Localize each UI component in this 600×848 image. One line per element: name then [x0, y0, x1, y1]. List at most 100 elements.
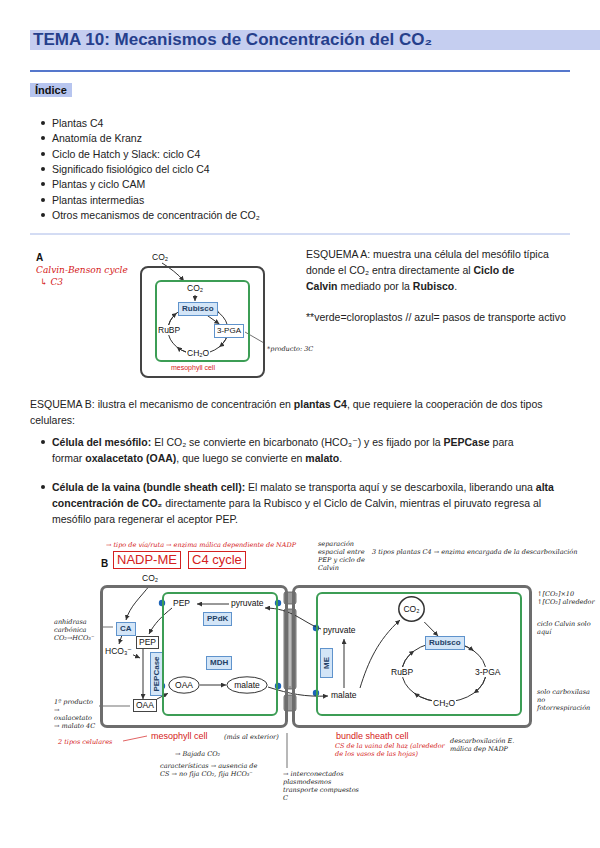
bullet-item: Plantas C4 — [52, 115, 552, 131]
body-text: El CO₂ se convierte en bicarbonato (HCO₃… — [154, 436, 440, 448]
enzyme-box: Rubisco — [425, 636, 465, 650]
molecule-label: CH₂O — [186, 348, 210, 358]
enzyme-box: MDH — [206, 656, 232, 670]
index-tag: Índice — [30, 83, 72, 97]
bullet-dot — [41, 121, 45, 125]
cell: HCO₃⁻mesophyll cellCAPEPPEPCaseOAAPEPpyr… — [100, 585, 288, 728]
bold-text: plantas C4 — [294, 398, 347, 410]
molecule-label: pyruvate — [322, 625, 357, 635]
molecule-circle: CO₂ — [398, 596, 425, 622]
node-label: CA — [120, 624, 132, 633]
node-label: C4 cycle — [192, 552, 242, 567]
handwritten-note: características → ausencia de CS → no fi… — [160, 762, 260, 778]
molecule-label: CO₂ — [142, 573, 158, 583]
handwritten-note: 1º producto → oxalacetato → malato 4C — [54, 698, 98, 730]
handwritten-note: → interconectados plasmodesmos transport… — [283, 770, 363, 802]
bullet-dot — [41, 198, 45, 202]
body-text: Plantas C4 — [52, 117, 103, 129]
handwritten-note: separación espacial entre PEP y ciclo de… — [318, 540, 368, 572]
paragraph: **verde=cloroplastos // azul= pasos de t… — [306, 309, 574, 325]
body-text: Anatomía de Kranz — [52, 132, 142, 144]
bold-text: PEPCase — [444, 436, 490, 448]
molecule-label: CH₂O — [432, 698, 456, 708]
molecule-ellipse: malate — [226, 676, 268, 694]
body-text: Otros mecanismos de concentración de CO₂ — [52, 209, 260, 221]
bullet-dot — [41, 152, 45, 156]
molecule-label: mesophyll cell — [150, 731, 209, 742]
handwritten-note: 2 tipos celulares — [58, 738, 112, 746]
bullet-item: Célula del mesófilo:El CO₂ se convierte … — [52, 434, 574, 466]
molecule-label: malate — [330, 690, 358, 700]
leader-line — [99, 706, 130, 707]
molecule-label: PEP — [172, 598, 191, 608]
ellipse-outline — [227, 677, 267, 693]
handwritten-note: → Bajada CO₂ — [175, 750, 220, 758]
rule-line — [30, 70, 570, 72]
body-text: mediado por la — [340, 280, 409, 292]
node-label: MDH — [210, 658, 228, 667]
bold-text: Rubisco — [413, 280, 454, 292]
transporter-dot — [275, 683, 281, 689]
body-text: **verde=cloroplastos // azul= pasos de t… — [306, 311, 566, 323]
bullet-dot — [41, 182, 45, 186]
transporter-dot — [275, 600, 281, 606]
body-text: . — [454, 280, 457, 292]
molecule-label: 3-PGA — [474, 667, 502, 677]
paragraph: ESQUEMA A: muestra una célula del mesófi… — [306, 246, 574, 294]
body-text: , que luego se convierte en — [176, 452, 302, 464]
handwritten-note: ciclo Calvin solo aquí — [537, 620, 595, 636]
bold-text: Célula del mesófilo: — [52, 436, 151, 448]
flow-arrow — [119, 635, 122, 644]
handwritten-note: *producto: 3C — [267, 345, 313, 353]
flow-arrow — [197, 604, 229, 605]
node-label: malate — [234, 680, 260, 690]
node-label: 3-PGA — [217, 326, 241, 335]
node-label: PPdK — [207, 614, 228, 623]
molecule-label: HCO₃⁻ — [104, 646, 133, 656]
chloroplast: CO₂RuBPCH₂ORubisco3-PGA — [155, 280, 250, 362]
handwritten-note: descarboxilación E. málica dep NADP — [450, 737, 530, 753]
handwritten-note: ↑[CO₂]×10 ↑[CO₂] alrededor — [537, 590, 595, 606]
flow-arrow — [149, 608, 172, 634]
reaction-arrow — [424, 622, 438, 636]
handwritten-note: anhidrasa carbónica CO₂→HCO₃⁻ — [54, 618, 98, 642]
bullet-item: Anatomía de Kranz — [52, 130, 552, 146]
pathway-tag: NADP-ME — [113, 551, 181, 569]
molecule-label: CO₂ — [152, 252, 168, 262]
handwritten-note: Calvin-Benson cycle — [36, 265, 128, 276]
bullet-dot — [41, 213, 45, 217]
molecule-box: PEP — [136, 636, 159, 649]
node-label: Rubisco — [182, 304, 214, 313]
flow-arrow — [360, 620, 400, 688]
molecule-label: mesophyll cell — [170, 364, 216, 372]
molecule-label: RuBP — [390, 667, 414, 677]
reaction-arrow — [200, 685, 226, 686]
molecule-ellipse: OAA — [168, 676, 200, 694]
bullet-item: Significado fisiológico del ciclo C4 — [52, 161, 552, 177]
reaction-arrow — [143, 649, 144, 699]
bullet-item: Plantas intermedias — [52, 192, 552, 208]
plasmodesma — [290, 612, 291, 686]
scheme-letter: B — [101, 558, 108, 570]
node-label: PEP — [139, 637, 156, 647]
molecule-box: OAA — [133, 699, 157, 712]
node-label: OAA — [136, 700, 154, 710]
body-text: Ciclo de Hatch y Slack: ciclo C4 — [52, 148, 200, 160]
bold-text: Célula de la vaina (bundle sheath cell): — [52, 481, 245, 493]
page-title: TEMA 10: Mecanismos de Concentración del… — [30, 30, 600, 50]
bullet-item: Otros mecanismos de concentración de CO₂ — [52, 207, 552, 223]
bullet-dot — [41, 440, 45, 444]
enzyme-box: ME — [320, 648, 333, 678]
bullet-dot — [41, 485, 45, 489]
paragraph: ESQUEMA B: ilustra el mecanismo de conce… — [30, 396, 575, 428]
reaction-arrow — [207, 316, 219, 324]
cell: bundle sheath cellpyruvatemalateRuBP3-PG… — [292, 585, 532, 728]
body-text: Plantas y ciclo CAM — [52, 178, 145, 190]
pathway-tag: C4 cycle — [188, 551, 246, 569]
enzyme-box: Rubisco — [178, 302, 218, 316]
body-text: Significado fisiológico del ciclo C4 — [52, 163, 210, 175]
chloroplast: PEPpyruvatePPdKMDHOAAmalate — [162, 592, 278, 716]
ellipse-outline — [169, 677, 199, 693]
flow-arrow — [126, 585, 150, 620]
handwritten-note: 3 tipos plantas C4 → enzima encargada de… — [372, 548, 590, 556]
